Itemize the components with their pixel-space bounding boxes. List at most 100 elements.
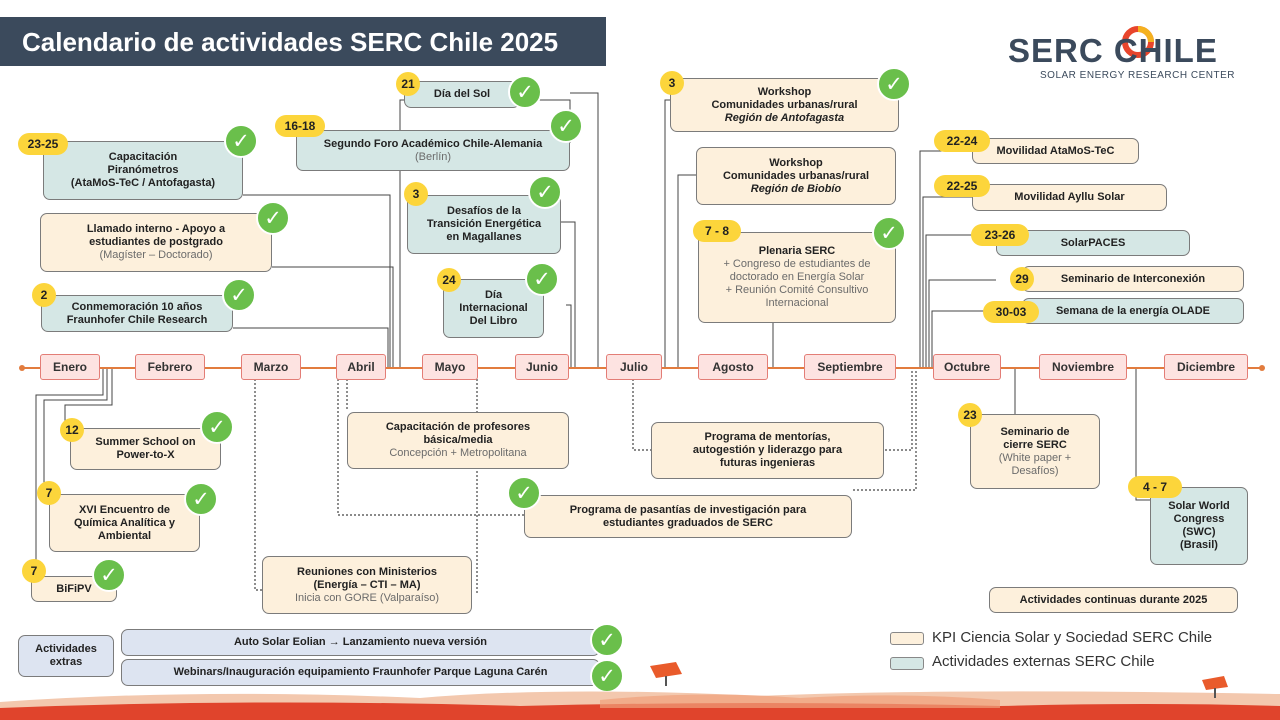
activity-workshop-antofagasta[interactable]: Workshop Comunidades urbanas/rural Regió… bbox=[670, 78, 899, 132]
sun-logo-icon bbox=[1122, 26, 1154, 58]
activity-line: Solar World bbox=[1168, 500, 1230, 512]
activity-line: Región de Biobío bbox=[750, 182, 842, 195]
logo-subtitle: SOLAR ENERGY RESEARCH CENTER bbox=[1040, 70, 1235, 81]
activity-line: Summer School on bbox=[95, 436, 196, 448]
activity-capacitacion-profesores[interactable]: Capacitación de profesores básica/media … bbox=[347, 412, 569, 469]
date-badge: 7 bbox=[22, 559, 46, 583]
activity-sub: Internacional bbox=[765, 297, 829, 309]
date-badge: 23-26 bbox=[971, 224, 1029, 246]
check-icon: ✓ bbox=[200, 410, 234, 444]
month-febrero[interactable]: Febrero bbox=[135, 354, 205, 380]
activity-line: Auto Solar Eolian → Lanzamiento nueva ve… bbox=[233, 636, 488, 648]
activity-line: Webinars/Inauguración equipamiento Fraun… bbox=[173, 666, 548, 678]
check-icon: ✓ bbox=[256, 201, 290, 235]
check-icon: ✓ bbox=[590, 659, 624, 693]
activity-line: autogestión y liderazgo para bbox=[692, 444, 843, 456]
date-badge: 22-25 bbox=[934, 175, 990, 197]
month-agosto[interactable]: Agosto bbox=[698, 354, 768, 380]
date-badge: 3 bbox=[404, 182, 428, 206]
activity-summer-school[interactable]: Summer School on Power-to-X bbox=[70, 428, 221, 470]
activity-line: Movilidad Ayllu Solar bbox=[1014, 191, 1125, 203]
activity-capacitacion-piranometros[interactable]: Capacitación Piranómetros (AtaMoS-TeC / … bbox=[43, 141, 243, 200]
check-icon: ✓ bbox=[507, 476, 541, 510]
date-badge: 29 bbox=[1010, 267, 1034, 291]
date-badge: 4 - 7 bbox=[1128, 476, 1182, 498]
activity-desafios-magallanes[interactable]: Desafíos de la Transición Energética en … bbox=[407, 195, 561, 254]
activity-line: Del Libro bbox=[469, 315, 518, 327]
activity-webinars[interactable]: Webinars/Inauguración equipamiento Fraun… bbox=[121, 659, 600, 686]
month-enero[interactable]: Enero bbox=[40, 354, 100, 380]
check-icon: ✓ bbox=[525, 262, 559, 296]
activity-line: XVI Encuentro de bbox=[78, 503, 171, 516]
activity-sub: Desafíos) bbox=[1011, 464, 1059, 477]
date-badge: 30-03 bbox=[983, 301, 1039, 323]
activity-reuniones-ministerios[interactable]: Reuniones con Ministerios (Energía – CTI… bbox=[262, 556, 472, 614]
desert-ground-illustration bbox=[0, 691, 1280, 720]
activity-conmemoracion[interactable]: Conmemoración 10 años Fraunhofer Chile R… bbox=[41, 295, 233, 332]
activity-plenaria-serc[interactable]: Plenaria SERC + Congreso de estudiantes … bbox=[698, 232, 896, 323]
activity-line: en Magallanes bbox=[446, 231, 522, 243]
date-badge: 3 bbox=[660, 71, 684, 95]
activity-movilidad-atamos[interactable]: Movilidad AtaMoS-TeC bbox=[972, 138, 1139, 164]
activity-line: Región de Antofagasta bbox=[724, 111, 845, 124]
activity-line: Plenaria SERC bbox=[758, 245, 836, 257]
activity-sub: + Reunión Comité Consultivo bbox=[725, 284, 869, 296]
activity-encuentro-quimica[interactable]: XVI Encuentro de Química Analítica y Amb… bbox=[49, 494, 200, 552]
title-bar bbox=[0, 17, 606, 66]
activity-seminario-cierre[interactable]: Seminario de cierre SERC (White paper + … bbox=[970, 414, 1100, 489]
activity-line: Química Analítica y bbox=[73, 516, 176, 529]
month-octubre[interactable]: Octubre bbox=[933, 354, 1001, 380]
month-julio[interactable]: Julio bbox=[606, 354, 662, 380]
activity-line: Transición Energética bbox=[426, 218, 542, 230]
date-badge: 16-18 bbox=[275, 115, 325, 137]
activity-sub: (Magíster – Doctorado) bbox=[99, 249, 213, 261]
check-icon: ✓ bbox=[877, 67, 911, 101]
activity-line: Piranómetros bbox=[107, 164, 179, 176]
activity-line: Actividades continuas durante 2025 bbox=[1019, 593, 1208, 606]
activity-movilidad-ayllu[interactable]: Movilidad Ayllu Solar bbox=[972, 184, 1167, 211]
activity-line: estudiantes de postgrado bbox=[89, 236, 223, 248]
date-badge: 7 bbox=[37, 481, 61, 505]
activity-programa-pasantias[interactable]: Programa de pasantías de investigación p… bbox=[524, 495, 852, 538]
activity-line: Movilidad AtaMoS-TeC bbox=[996, 144, 1115, 157]
activity-seminario-interconexion[interactable]: Seminario de Interconexión bbox=[1022, 266, 1244, 292]
activity-line: Día del Sol bbox=[433, 88, 491, 100]
date-badge: 21 bbox=[396, 72, 420, 96]
activity-programa-mentorias[interactable]: Programa de mentorías, autogestión y lid… bbox=[651, 422, 884, 479]
check-icon: ✓ bbox=[528, 175, 562, 209]
page-title: Calendario de actividades SERC Chile 202… bbox=[22, 27, 559, 57]
month-marzo[interactable]: Marzo bbox=[241, 354, 301, 380]
legend-swatch-kpi bbox=[890, 632, 924, 645]
month-septiembre[interactable]: Septiembre bbox=[804, 354, 896, 380]
month-abril[interactable]: Abril bbox=[336, 354, 386, 380]
month-noviembre[interactable]: Noviembre bbox=[1039, 354, 1127, 380]
activity-line: Llamado interno - Apoyo a bbox=[86, 223, 226, 235]
activity-line: Segundo Foro Académico Chile-Alemania bbox=[323, 137, 543, 150]
activity-line: cierre SERC bbox=[1003, 438, 1067, 451]
activity-line: estudiantes graduados de SERC bbox=[603, 516, 773, 529]
activity-sub: Inicia con GORE (Valparaíso) bbox=[294, 591, 440, 604]
check-icon: ✓ bbox=[872, 216, 906, 250]
activity-line: (Energía – CTI – MA) bbox=[313, 578, 421, 591]
activity-line: Reuniones con Ministerios bbox=[297, 565, 437, 578]
activity-auto-solar[interactable]: Auto Solar Eolian → Lanzamiento nueva ve… bbox=[121, 629, 600, 656]
activity-line: Internacional bbox=[459, 302, 528, 314]
activity-line: Seminario de Interconexión bbox=[1060, 272, 1206, 285]
activity-sub: (White paper + bbox=[998, 451, 1072, 464]
activity-line: Workshop bbox=[769, 156, 823, 169]
serc-chile-logo: SERC CHILE SOLAR ENERGY RESEARCH CENTER bbox=[1008, 18, 1248, 84]
activity-line: Capacitación de profesores bbox=[385, 421, 531, 433]
month-junio[interactable]: Junio bbox=[515, 354, 569, 380]
activity-continuas[interactable]: Actividades continuas durante 2025 bbox=[989, 587, 1238, 613]
activity-llamado-interno[interactable]: Llamado interno - Apoyo a estudiantes de… bbox=[40, 213, 272, 272]
solar-panel-icon bbox=[1202, 676, 1228, 698]
date-badge: 23-25 bbox=[18, 133, 68, 155]
activity-dia-del-sol[interactable]: Día del Sol bbox=[404, 81, 520, 108]
activity-line: Seminario de bbox=[1000, 425, 1070, 438]
activity-foro-chile-alemania[interactable]: Segundo Foro Académico Chile-Alemania (B… bbox=[296, 130, 570, 171]
activity-workshop-biobio[interactable]: Workshop Comunidades urbanas/rural Regió… bbox=[696, 147, 896, 205]
month-mayo[interactable]: Mayo bbox=[422, 354, 478, 380]
activity-solar-world-congress[interactable]: Solar World Congress (SWC) (Brasil) bbox=[1150, 487, 1248, 565]
month-diciembre[interactable]: Diciembre bbox=[1164, 354, 1248, 380]
activity-semana-olade[interactable]: Semana de la energía OLADE bbox=[1022, 298, 1244, 324]
